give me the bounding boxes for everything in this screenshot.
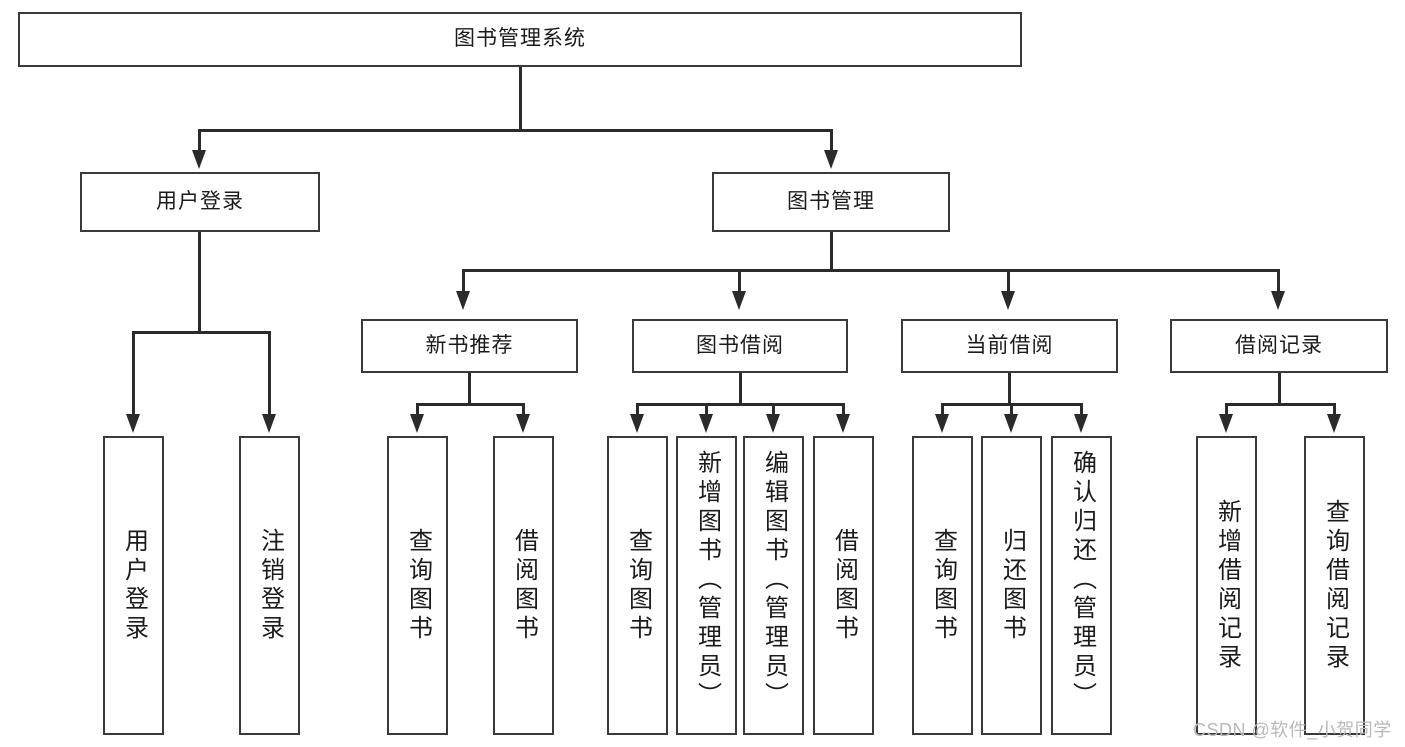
- node-leaf-borrow-book-1[interactable]: 借阅图书: [493, 436, 554, 735]
- edge-level3-drop-new-book-recommend: [462, 269, 465, 293]
- arrow-to-leaf-user-login: [126, 414, 140, 433]
- edge-drop-leaf-confirm-return: [1080, 403, 1083, 416]
- node-leaf-add-record-label: 新增借阅记录: [1213, 498, 1241, 673]
- node-leaf-borrow-book-2-label: 借阅图书: [830, 527, 858, 644]
- node-leaf-logout-login[interactable]: 注销登录: [239, 436, 300, 735]
- edge-drop-leaf-query-book-2: [636, 403, 639, 416]
- arrow-to-book-manage: [824, 150, 838, 169]
- node-leaf-add-record[interactable]: 新增借阅记录: [1196, 436, 1257, 735]
- arrow-to-leaf-query-record: [1327, 414, 1341, 433]
- node-leaf-query-book-2[interactable]: 查询图书: [607, 436, 668, 735]
- edge-drop-leaf-query-record: [1333, 403, 1336, 416]
- csdn-watermark: CSDN @软件_小贺同学: [1193, 720, 1392, 740]
- node-leaf-confirm-return-label: 确认归还（管理员）: [1068, 450, 1096, 711]
- node-leaf-query-book-2-label: 查询图书: [624, 527, 652, 644]
- edge-level2-bus: [198, 129, 832, 132]
- node-current-borrow-label: 当前借阅: [965, 333, 1054, 357]
- edge-borrow-record-stem: [1278, 373, 1281, 405]
- node-borrow-record[interactable]: 借阅记录: [1170, 319, 1388, 373]
- edge-level2-drop-book-manage: [830, 129, 833, 153]
- edge-drop-leaf-query-book-1: [416, 403, 419, 416]
- edge-level2-drop-user-login: [198, 129, 201, 153]
- node-leaf-add-book-label: 新增图书（管理员）: [693, 450, 721, 711]
- edge-new-book-recommend-leaf-bus: [416, 403, 524, 406]
- arrow-to-user-login: [192, 150, 206, 169]
- edge-drop-leaf-borrow-book-1: [522, 403, 525, 416]
- node-leaf-query-book-3[interactable]: 查询图书: [912, 436, 973, 735]
- arrow-to-leaf-add-record: [1219, 414, 1233, 433]
- arrow-to-borrow-record: [1271, 291, 1285, 310]
- edge-level3-drop-borrow-record: [1277, 269, 1280, 293]
- edge-drop-leaf-add-record: [1225, 403, 1228, 416]
- node-leaf-borrow-book-1-label: 借阅图书: [510, 527, 538, 644]
- node-new-book-recommend-label: 新书推荐: [425, 333, 514, 357]
- node-leaf-user-login-label: 用户登录: [120, 527, 148, 644]
- node-leaf-query-book-1[interactable]: 查询图书: [387, 436, 448, 735]
- edge-new-book-recommend-stem: [468, 373, 471, 405]
- node-leaf-return-book[interactable]: 归还图书: [981, 436, 1042, 735]
- arrow-to-leaf-confirm-return: [1074, 414, 1088, 433]
- edge-level3-drop-current-borrow: [1007, 269, 1010, 293]
- node-book-borrow-label: 图书借阅: [696, 333, 784, 357]
- node-leaf-query-book-1-label: 查询图书: [404, 527, 432, 644]
- arrow-to-new-book-recommend: [456, 291, 470, 310]
- arrow-to-leaf-query-book-2: [630, 414, 644, 433]
- node-leaf-edit-book-label: 编辑图书（管理员）: [760, 450, 788, 711]
- arrow-to-book-borrow: [732, 291, 746, 310]
- arrow-to-leaf-query-book-1: [410, 414, 424, 433]
- node-leaf-edit-book[interactable]: 编辑图书（管理员）: [743, 436, 804, 735]
- edge-book-borrow-stem: [739, 373, 742, 405]
- edge-drop-leaf-user-login: [132, 331, 135, 416]
- edge-drop-leaf-return-book: [1010, 403, 1013, 416]
- node-leaf-logout-login-label: 注销登录: [256, 527, 284, 644]
- node-leaf-add-book[interactable]: 新增图书（管理员）: [676, 436, 737, 735]
- edge-level3-bus: [462, 269, 1280, 272]
- edge-root-stem: [519, 67, 522, 131]
- node-root-label: 图书管理系统: [454, 27, 586, 51]
- edge-drop-leaf-logout-login: [268, 331, 271, 416]
- arrow-to-leaf-edit-book: [766, 414, 780, 433]
- node-leaf-return-book-label: 归还图书: [998, 527, 1026, 644]
- node-leaf-query-record-label: 查询借阅记录: [1321, 498, 1349, 673]
- edge-drop-leaf-query-book-3: [941, 403, 944, 416]
- arrow-to-leaf-query-book-3: [935, 414, 949, 433]
- node-leaf-query-record[interactable]: 查询借阅记录: [1304, 436, 1365, 735]
- edge-user-login-stem: [198, 232, 201, 333]
- edge-book-manage-stem: [830, 232, 833, 271]
- edge-borrow-record-leaf-bus: [1225, 403, 1335, 406]
- node-leaf-query-book-3-label: 查询图书: [929, 527, 957, 644]
- node-leaf-user-login[interactable]: 用户登录: [103, 436, 164, 735]
- node-book-manage-label: 图书管理: [787, 189, 875, 213]
- node-book-manage[interactable]: 图书管理: [712, 172, 950, 232]
- edge-drop-leaf-edit-book: [772, 403, 775, 416]
- node-leaf-borrow-book-2[interactable]: 借阅图书: [813, 436, 874, 735]
- node-root-book-management-system[interactable]: 图书管理系统: [18, 12, 1022, 67]
- node-current-borrow[interactable]: 当前借阅: [901, 319, 1118, 373]
- edge-user-login-leaf-bus: [132, 331, 270, 334]
- arrow-to-leaf-logout-login: [262, 414, 276, 433]
- arrow-to-leaf-borrow-book-2: [836, 414, 850, 433]
- arrow-to-leaf-return-book: [1004, 414, 1018, 433]
- edge-drop-leaf-borrow-book-2: [842, 403, 845, 416]
- edge-drop-leaf-add-book: [705, 403, 708, 416]
- edge-book-borrow-leaf-bus: [636, 403, 844, 406]
- arrow-to-leaf-borrow-book-1: [516, 414, 530, 433]
- edge-level3-drop-book-borrow: [738, 269, 741, 293]
- edge-current-borrow-stem: [1008, 373, 1011, 405]
- node-new-book-recommend[interactable]: 新书推荐: [361, 319, 578, 373]
- node-user-login-label: 用户登录: [156, 189, 244, 213]
- arrow-to-leaf-add-book: [699, 414, 713, 433]
- node-user-login[interactable]: 用户登录: [80, 172, 320, 232]
- node-borrow-record-label: 借阅记录: [1235, 333, 1323, 357]
- node-leaf-confirm-return[interactable]: 确认归还（管理员）: [1051, 436, 1112, 735]
- arrow-to-current-borrow: [1001, 291, 1015, 310]
- node-book-borrow[interactable]: 图书借阅: [632, 319, 848, 373]
